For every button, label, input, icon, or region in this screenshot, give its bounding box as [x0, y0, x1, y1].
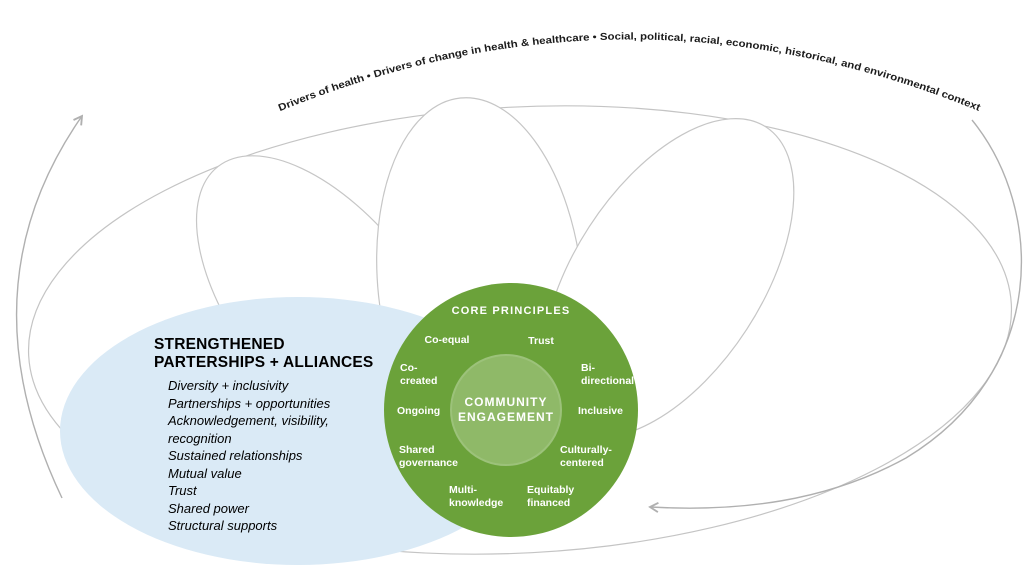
list-item: Sustained relationships	[168, 448, 303, 463]
principle-culturally-centered: Culturally- centered	[560, 444, 612, 469]
principle-co-equal: Co-equal	[424, 334, 470, 346]
core-principles-circle: CORE PRINCIPLES Co-equal Trust Co- creat…	[384, 283, 638, 537]
context-arc-text: Drivers of health • Drivers of change in…	[277, 31, 983, 114]
principle-trust: Trust	[528, 335, 554, 347]
principle-co-created: Co- created	[400, 362, 438, 387]
principle-ongoing: Ongoing	[397, 405, 441, 417]
list-item: Trust	[168, 483, 197, 498]
right-curved-arrow	[648, 119, 1023, 513]
list-item: Mutual value	[168, 465, 242, 481]
principle-multi-knowledge: Multi- knowledge	[449, 484, 504, 509]
principle-bi-directional: Bi- directional	[581, 362, 635, 387]
community-engagement-label: COMMUNITY ENGAGEMENT	[457, 395, 554, 424]
principle-shared-governance: Shared governance	[399, 444, 458, 469]
list-item: Diversity + inclusivity	[168, 378, 289, 393]
panel-list: Diversity + inclusivity Partnerships + o…	[168, 377, 368, 535]
list-item: Acknowledgement, visibility, recognition	[168, 413, 329, 446]
left-curved-arrow	[15, 114, 84, 499]
principle-inclusive: Inclusive	[578, 405, 623, 417]
community-engagement-circle: COMMUNITY ENGAGEMENT	[450, 354, 562, 466]
principle-equitably-financed: Equitably financed	[527, 484, 575, 509]
list-item: Partnerships + opportunities	[168, 395, 331, 411]
list-item: Shared power	[168, 500, 249, 516]
list-item: Structural supports	[168, 518, 278, 533]
panel-title-line1: STRENGTHENED	[154, 336, 285, 353]
strengthened-panel: STRENGTHENED PARTERSHIPS + ALLIANCES Div…	[154, 336, 394, 535]
panel-title-line2: PARTERSHIPS + ALLIANCES	[154, 354, 374, 371]
core-principles-title: CORE PRINCIPLES	[451, 305, 571, 317]
